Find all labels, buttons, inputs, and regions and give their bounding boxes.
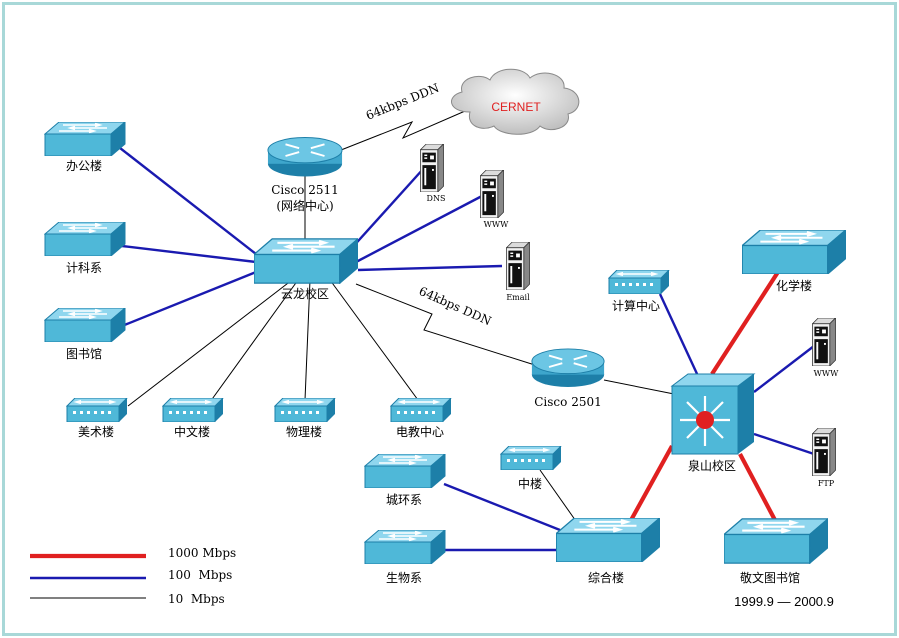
- link-quanshan-huaxue: [710, 270, 780, 376]
- zhonglou-label: 中楼: [518, 476, 542, 491]
- link-yunlong-meishu: [127, 279, 293, 407]
- link-yunlong-dns: [349, 167, 425, 251]
- office-label: 办公楼: [66, 158, 102, 173]
- zhongwen-label: 中文楼: [174, 424, 210, 439]
- legend-label-100: 100 Mbps: [168, 568, 232, 582]
- dns-label: DNS: [427, 194, 446, 203]
- server-www-quanshan: [812, 318, 836, 366]
- switch-chenghuan: [364, 454, 446, 488]
- switch-shengwu: [364, 530, 446, 564]
- library-label: 图书馆: [66, 346, 102, 361]
- server-dns: [420, 144, 444, 192]
- link-yunlong-library: [121, 270, 257, 328]
- huaxue-label: 化学楼: [776, 278, 812, 293]
- router-cisco2511-label: Cisco 2511: [271, 183, 338, 197]
- date-range: 1999.9 — 2000.9: [734, 594, 834, 609]
- links-1000mbps: [628, 270, 780, 524]
- link-jisuan-quanshan: [658, 293, 700, 377]
- link-quanshan-www2: [753, 345, 815, 393]
- link-yunlong-www1: [355, 194, 483, 264]
- router-cisco2501-label: Cisco 2501: [534, 395, 601, 409]
- switch-office: [44, 122, 126, 156]
- legend-label-1000: 1000 Mbps: [168, 546, 236, 560]
- legend: 1000 Mbps 100 Mbps 10 Mbps: [30, 546, 236, 606]
- legend-label-10: 10 Mbps: [168, 592, 225, 606]
- link-yunlong-office: [119, 147, 257, 255]
- link-yunlong-zhongwen: [209, 279, 299, 403]
- www2-label: WWW: [814, 369, 839, 378]
- jisuan-label: 计算中心: [612, 298, 660, 313]
- link-zhonglou-zonghe: [539, 469, 579, 525]
- hub-meishu: [66, 398, 128, 422]
- shengwu-label: 生物系: [386, 571, 422, 585]
- ddn-top-label: 64kbps DDN: [364, 81, 441, 123]
- router-cisco2511-sublabel: (网络中心): [276, 198, 333, 213]
- jike-label: 计科系: [66, 261, 102, 275]
- www1-label: WWW: [484, 220, 509, 229]
- ftp-label: FTP: [818, 479, 835, 488]
- link-quanshan-jingwen: [738, 453, 778, 523]
- link-yunlong-email: [357, 264, 503, 272]
- core-switch-yunlong: [254, 238, 358, 284]
- switch-zonghe: [556, 518, 660, 562]
- switch-jike: [44, 222, 126, 256]
- server-ftp: [812, 428, 836, 476]
- links-100mbps: [119, 147, 815, 552]
- hub-zhonglou: [500, 446, 562, 470]
- switch-jingwen: [724, 518, 828, 564]
- zonghe-label: 综合楼: [588, 570, 624, 585]
- links-10mbps: [127, 107, 675, 525]
- jingwen-label: 敬文图书馆: [740, 570, 800, 585]
- link-yunlong-wuli: [304, 279, 311, 401]
- link-cisco2501-quanshan: [603, 379, 675, 395]
- hub-wuli: [274, 398, 336, 422]
- link-yunlong-jike: [121, 244, 257, 264]
- switch-huaxue: [742, 230, 846, 274]
- server-www-yunlong: [480, 170, 504, 218]
- chenghuan-label: 城环系: [386, 493, 422, 507]
- hub-zhongwen: [162, 398, 224, 422]
- link-quanshan-ftp: [753, 432, 815, 456]
- link-yunlong-cisco2501-ddn: [355, 283, 539, 367]
- server-email: [506, 242, 530, 290]
- core-switch-quanshan[interactable]: [670, 373, 756, 455]
- router-cisco2501: [530, 347, 606, 388]
- core-yunlong-label: 云龙校区: [281, 286, 329, 301]
- core-quanshan-label: 泉山校区: [688, 458, 736, 473]
- email-label: Email: [506, 293, 530, 302]
- cernet-cloud: CERNET: [451, 68, 580, 135]
- switch-library: [44, 308, 126, 342]
- cernet-label: CERNET: [491, 100, 541, 114]
- hub-dianjiao: [390, 398, 452, 422]
- router-cisco2511: [266, 136, 344, 178]
- link-yunlong-dianjiao: [329, 279, 419, 401]
- meishu-label: 美术楼: [78, 424, 114, 439]
- wuli-label: 物理楼: [286, 424, 322, 439]
- link-chenghuan-zonghe: [443, 482, 561, 532]
- link-quanshan-zonghe: [628, 444, 674, 524]
- dianjiao-label: 电教中心: [396, 424, 444, 439]
- hub-jisuan: [608, 270, 670, 294]
- link-router-cernet-ddn: [335, 107, 473, 153]
